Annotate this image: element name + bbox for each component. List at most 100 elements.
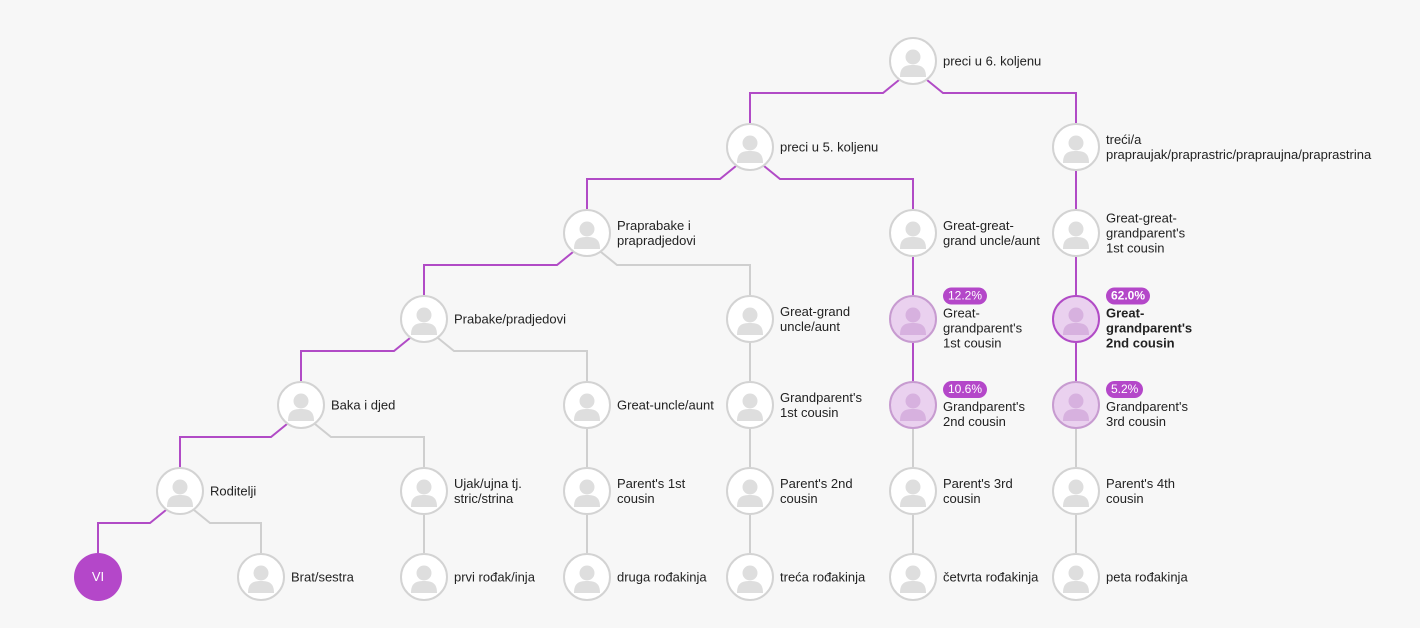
node-label: treći/a praprauјak/praprastric/prapraujn…	[1106, 132, 1371, 162]
node-label: treća rođakinja	[780, 570, 865, 585]
person-node-gg_uncle[interactable]: Great-great- grand uncle/aunt	[889, 209, 1040, 257]
person-node-gg_p1c[interactable]: 12.2%Great- grandparent's 1st cousin	[889, 287, 1022, 351]
person-icon	[563, 381, 611, 429]
relationship-text: treća rođakinja	[780, 569, 866, 585]
person-icon	[237, 553, 285, 601]
node-label: preci u 5. koljenu	[780, 140, 878, 155]
person-node-gg_1c[interactable]: Great-great- grandparent's 1st cousin	[1052, 209, 1185, 257]
node-label: Ujak/ujna tj. stric/strina	[454, 476, 522, 506]
person-node-gp_3c[interactable]: 5.2%Grandparent's 3rd cousin	[1052, 381, 1188, 429]
person-node-p_4c[interactable]: Parent's 4th cousin	[1052, 467, 1175, 515]
person-node-treca[interactable]: treća rođakinja	[726, 553, 865, 601]
person-icon	[156, 467, 204, 515]
person-node-peta[interactable]: peta rođakinja	[1052, 553, 1188, 601]
relationship-text: prvi rođak/inja	[454, 569, 535, 585]
node-label: Great-great- grandparent's 1st cousin	[1106, 211, 1185, 256]
node-label: druga rođakinja	[617, 570, 707, 585]
node-label: Parent's 3rd cousin	[943, 476, 1013, 506]
relationship-text: Parent's 1st cousin	[617, 476, 686, 506]
person-node-gp_1c[interactable]: Grandparent's 1st cousin	[726, 381, 862, 429]
person-icon	[726, 467, 774, 515]
person-icon	[400, 467, 448, 515]
node-label: Prabake/pradjedovi	[454, 312, 566, 327]
relationship-text: preci u 6. koljenu	[943, 53, 1042, 69]
person-node-gen5[interactable]: preci u 5. koljenu	[726, 123, 878, 171]
node-label: Roditelji	[210, 484, 256, 499]
person-icon	[889, 295, 937, 343]
connector-prabake-great_uncle	[437, 337, 588, 381]
relationship-text: treći/a praprauјak/praprastric/prapraujn…	[1106, 132, 1372, 162]
node-label: Parent's 2nd cousin	[780, 476, 853, 506]
person-icon	[1052, 209, 1100, 257]
person-node-gp_2c[interactable]: 10.6%Grandparent's 2nd cousin	[889, 381, 1025, 429]
connector-gen5-gg_uncle	[763, 165, 914, 209]
relationship-text: Grandparent's 2nd cousin	[943, 399, 1025, 429]
relationship-text: Ujak/ujna tj. stric/strina	[454, 476, 522, 506]
node-label: Great-uncle/aunt	[617, 398, 714, 413]
connector-gen5-praprabake	[586, 165, 737, 209]
person-icon	[889, 553, 937, 601]
relationship-text: Great- grandparent's 1st cousin	[943, 305, 1023, 351]
connector-baka-ujak	[314, 423, 425, 467]
node-label: peta rođakinja	[1106, 570, 1188, 585]
person-icon	[726, 295, 774, 343]
person-node-prabake[interactable]: Prabake/pradjedovi	[400, 295, 566, 343]
relationship-text: Prabake/pradjedovi	[454, 311, 567, 327]
person-icon	[277, 381, 325, 429]
connector-gen6-gen5	[749, 79, 900, 123]
node-label: prvi rođak/inja	[454, 570, 535, 585]
person-icon	[889, 381, 937, 429]
person-node-druga[interactable]: druga rođakinja	[563, 553, 707, 601]
person-node-great_uncle[interactable]: Great-uncle/aunt	[563, 381, 714, 429]
person-icon	[1052, 123, 1100, 171]
person-node-gen6[interactable]: preci u 6. koljenu	[889, 37, 1041, 85]
match-percent-badge: 62.0%	[1106, 287, 1151, 305]
connector-prabake-baka	[300, 337, 411, 381]
node-label: 62.0%Great- grandparent's 2nd cousin	[1106, 287, 1193, 351]
connector-baka-roditelji	[179, 423, 288, 467]
connector-roditelji-brat	[193, 509, 262, 553]
person-node-brat[interactable]: Brat/sestra	[237, 553, 354, 601]
connector-gen6-treci	[926, 79, 1077, 123]
person-icon	[726, 553, 774, 601]
person-node-p_2c[interactable]: Parent's 2nd cousin	[726, 467, 853, 515]
person-icon	[563, 209, 611, 257]
match-percent-badge: 10.6%	[943, 381, 988, 398]
node-label: 5.2%Grandparent's 3rd cousin	[1106, 381, 1188, 429]
relationship-text: Great-uncle/aunt	[617, 397, 714, 413]
person-node-vi[interactable]: VI	[74, 553, 122, 601]
person-icon	[889, 209, 937, 257]
person-icon	[400, 295, 448, 343]
node-label: Parent's 1st cousin	[617, 476, 685, 506]
connector-roditelji-vi	[97, 509, 167, 553]
relationship-text: Parent's 2nd cousin	[780, 476, 853, 506]
person-node-cetvrta[interactable]: četvrta rođakinja	[889, 553, 1038, 601]
person-node-baka[interactable]: Baka i djed	[277, 381, 395, 429]
relationship-text: Baka i djed	[331, 397, 396, 413]
person-node-treci[interactable]: treći/a praprauјak/praprastric/prapraujn…	[1052, 123, 1371, 171]
match-percent-badge: 5.2%	[1106, 381, 1144, 398]
node-label: četvrta rođakinja	[943, 570, 1038, 585]
relationship-text: Grandparent's 3rd cousin	[1106, 399, 1188, 429]
person-node-p_1c[interactable]: Parent's 1st cousin	[563, 467, 685, 515]
person-icon	[889, 467, 937, 515]
relationship-text: Praprabake i prapradjedovi	[617, 218, 696, 248]
person-node-roditelji[interactable]: Roditelji	[156, 467, 256, 515]
person-icon	[400, 553, 448, 601]
person-node-p_3c[interactable]: Parent's 3rd cousin	[889, 467, 1013, 515]
person-node-g_uncle[interactable]: Great-grand uncle/aunt	[726, 295, 850, 343]
relationship-text: druga rođakinja	[617, 569, 707, 585]
person-node-prvi[interactable]: prvi rođak/inja	[400, 553, 535, 601]
relationship-text: Great-great- grandparent's 1st cousin	[1106, 210, 1186, 256]
person-node-gg_p2c[interactable]: 62.0%Great- grandparent's 2nd cousin	[1052, 287, 1192, 351]
person-icon	[1052, 295, 1100, 343]
person-node-ujak[interactable]: Ujak/ujna tj. stric/strina	[400, 467, 522, 515]
relationship-text: Parent's 4th cousin	[1106, 476, 1175, 506]
relationship-text: Roditelji	[210, 483, 257, 499]
person-node-praprabake[interactable]: Praprabake i prapradjedovi	[563, 209, 696, 257]
relationship-text: Grandparent's 1st cousin	[780, 390, 862, 420]
person-icon	[1052, 467, 1100, 515]
match-percent-badge: 12.2%	[943, 287, 988, 305]
relationship-text: Great- grandparent's 2nd cousin	[1106, 305, 1193, 351]
